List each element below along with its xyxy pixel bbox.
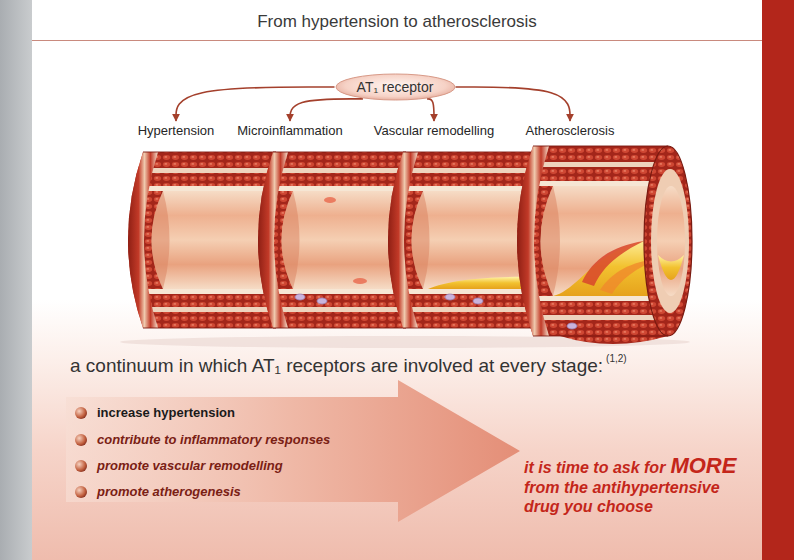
lumen-depth bbox=[412, 191, 430, 289]
arrow-outline bbox=[66, 378, 522, 526]
ground-shadow bbox=[120, 336, 690, 348]
side-bar bbox=[0, 0, 32, 560]
leukocyte bbox=[473, 298, 483, 304]
wall-layer bbox=[403, 168, 536, 173]
receptor-arrow bbox=[427, 99, 434, 121]
continuum-text: a continuum in which AT₁ receptors are i… bbox=[70, 354, 603, 377]
intima-layer bbox=[403, 289, 536, 294]
effect-item: increase hypertension bbox=[97, 404, 553, 422]
vessel-lumen bbox=[282, 191, 407, 289]
artery-segment bbox=[128, 152, 276, 328]
wall-edge bbox=[403, 152, 536, 328]
vessel-wall bbox=[128, 152, 276, 328]
wall-bulge bbox=[560, 336, 668, 344]
artery-segment bbox=[517, 146, 692, 344]
call-text: it is time to ask for bbox=[524, 458, 665, 477]
leukocyte bbox=[445, 294, 455, 300]
vessel-cross-section bbox=[644, 146, 692, 336]
intima-layer bbox=[143, 289, 276, 294]
wall-layer bbox=[533, 315, 668, 320]
lumen-depth bbox=[282, 191, 300, 289]
intima-layer bbox=[143, 186, 276, 191]
wall-layer bbox=[143, 307, 276, 312]
intima-layer bbox=[533, 181, 668, 186]
receptor-arrow bbox=[176, 87, 335, 121]
bullet-dot bbox=[75, 407, 87, 419]
lumen-depth bbox=[541, 186, 561, 296]
wall-edge bbox=[273, 152, 406, 328]
stage-node: Vascular remodelling bbox=[372, 123, 497, 139]
intima-layer bbox=[273, 289, 406, 294]
leukocyte bbox=[295, 294, 305, 300]
effects-arrow: increase hypertensioncontribute to infla… bbox=[66, 378, 522, 526]
lumen-depth bbox=[152, 191, 170, 289]
stage-node: Atherosclerosis bbox=[524, 123, 617, 139]
stage-node: Microinflammation bbox=[235, 123, 345, 139]
vessel-wall bbox=[258, 152, 406, 328]
vessel-wall bbox=[388, 152, 536, 328]
receptor-name: AT₁ receptor bbox=[357, 79, 434, 96]
call-emphasis: MORE bbox=[670, 455, 736, 477]
stage-name: Vascular remodelling bbox=[372, 123, 497, 139]
bullet-dot bbox=[75, 434, 87, 446]
wall-layer bbox=[533, 162, 668, 167]
intima-layer bbox=[403, 186, 536, 191]
header-rule bbox=[32, 40, 762, 41]
oval-shape bbox=[336, 74, 455, 100]
wall-edge bbox=[533, 146, 668, 336]
stage-name: Microinflammation bbox=[235, 123, 345, 139]
wall-layer bbox=[273, 307, 406, 312]
intima-layer bbox=[273, 186, 406, 191]
plaque bbox=[658, 255, 684, 280]
wall-layer bbox=[403, 307, 536, 312]
receptor-arrow bbox=[290, 99, 363, 121]
wall-edge bbox=[143, 152, 276, 328]
artery-segment bbox=[258, 152, 406, 328]
bullet-dot bbox=[75, 486, 87, 498]
receptor-arrow bbox=[456, 87, 571, 121]
bullet-dot bbox=[75, 460, 87, 472]
inflammation-spot bbox=[324, 197, 336, 203]
intima-layer bbox=[533, 296, 668, 301]
inflammation-spot bbox=[353, 278, 367, 284]
call-text: from the antihypertensive drug you choos… bbox=[524, 478, 759, 516]
stage-name: Atherosclerosis bbox=[524, 123, 617, 139]
leukocyte bbox=[567, 323, 577, 329]
vessel-lumen bbox=[152, 191, 277, 289]
stage-node: Hypertension bbox=[136, 123, 217, 139]
side-bar bbox=[762, 0, 794, 560]
effect-item: promote atherogenesis bbox=[97, 483, 553, 501]
arrow-shape bbox=[66, 380, 520, 522]
effect-item: promote vascular remodelling bbox=[97, 457, 553, 475]
leukocyte bbox=[317, 298, 327, 304]
wall-layer bbox=[273, 168, 406, 173]
receptor-oval: AT₁ receptor bbox=[335, 73, 456, 101]
page-title: From hypertension to atherosclerosis bbox=[0, 12, 794, 32]
stage-name: Hypertension bbox=[136, 123, 217, 139]
wall-layer bbox=[651, 169, 689, 313]
reference-mark: (1,2) bbox=[606, 353, 627, 365]
effect-item: contribute to inflammatory responses bbox=[97, 431, 553, 449]
vessel-lumen bbox=[657, 186, 685, 296]
artery-segment bbox=[388, 152, 536, 328]
wall-layer bbox=[143, 168, 276, 173]
